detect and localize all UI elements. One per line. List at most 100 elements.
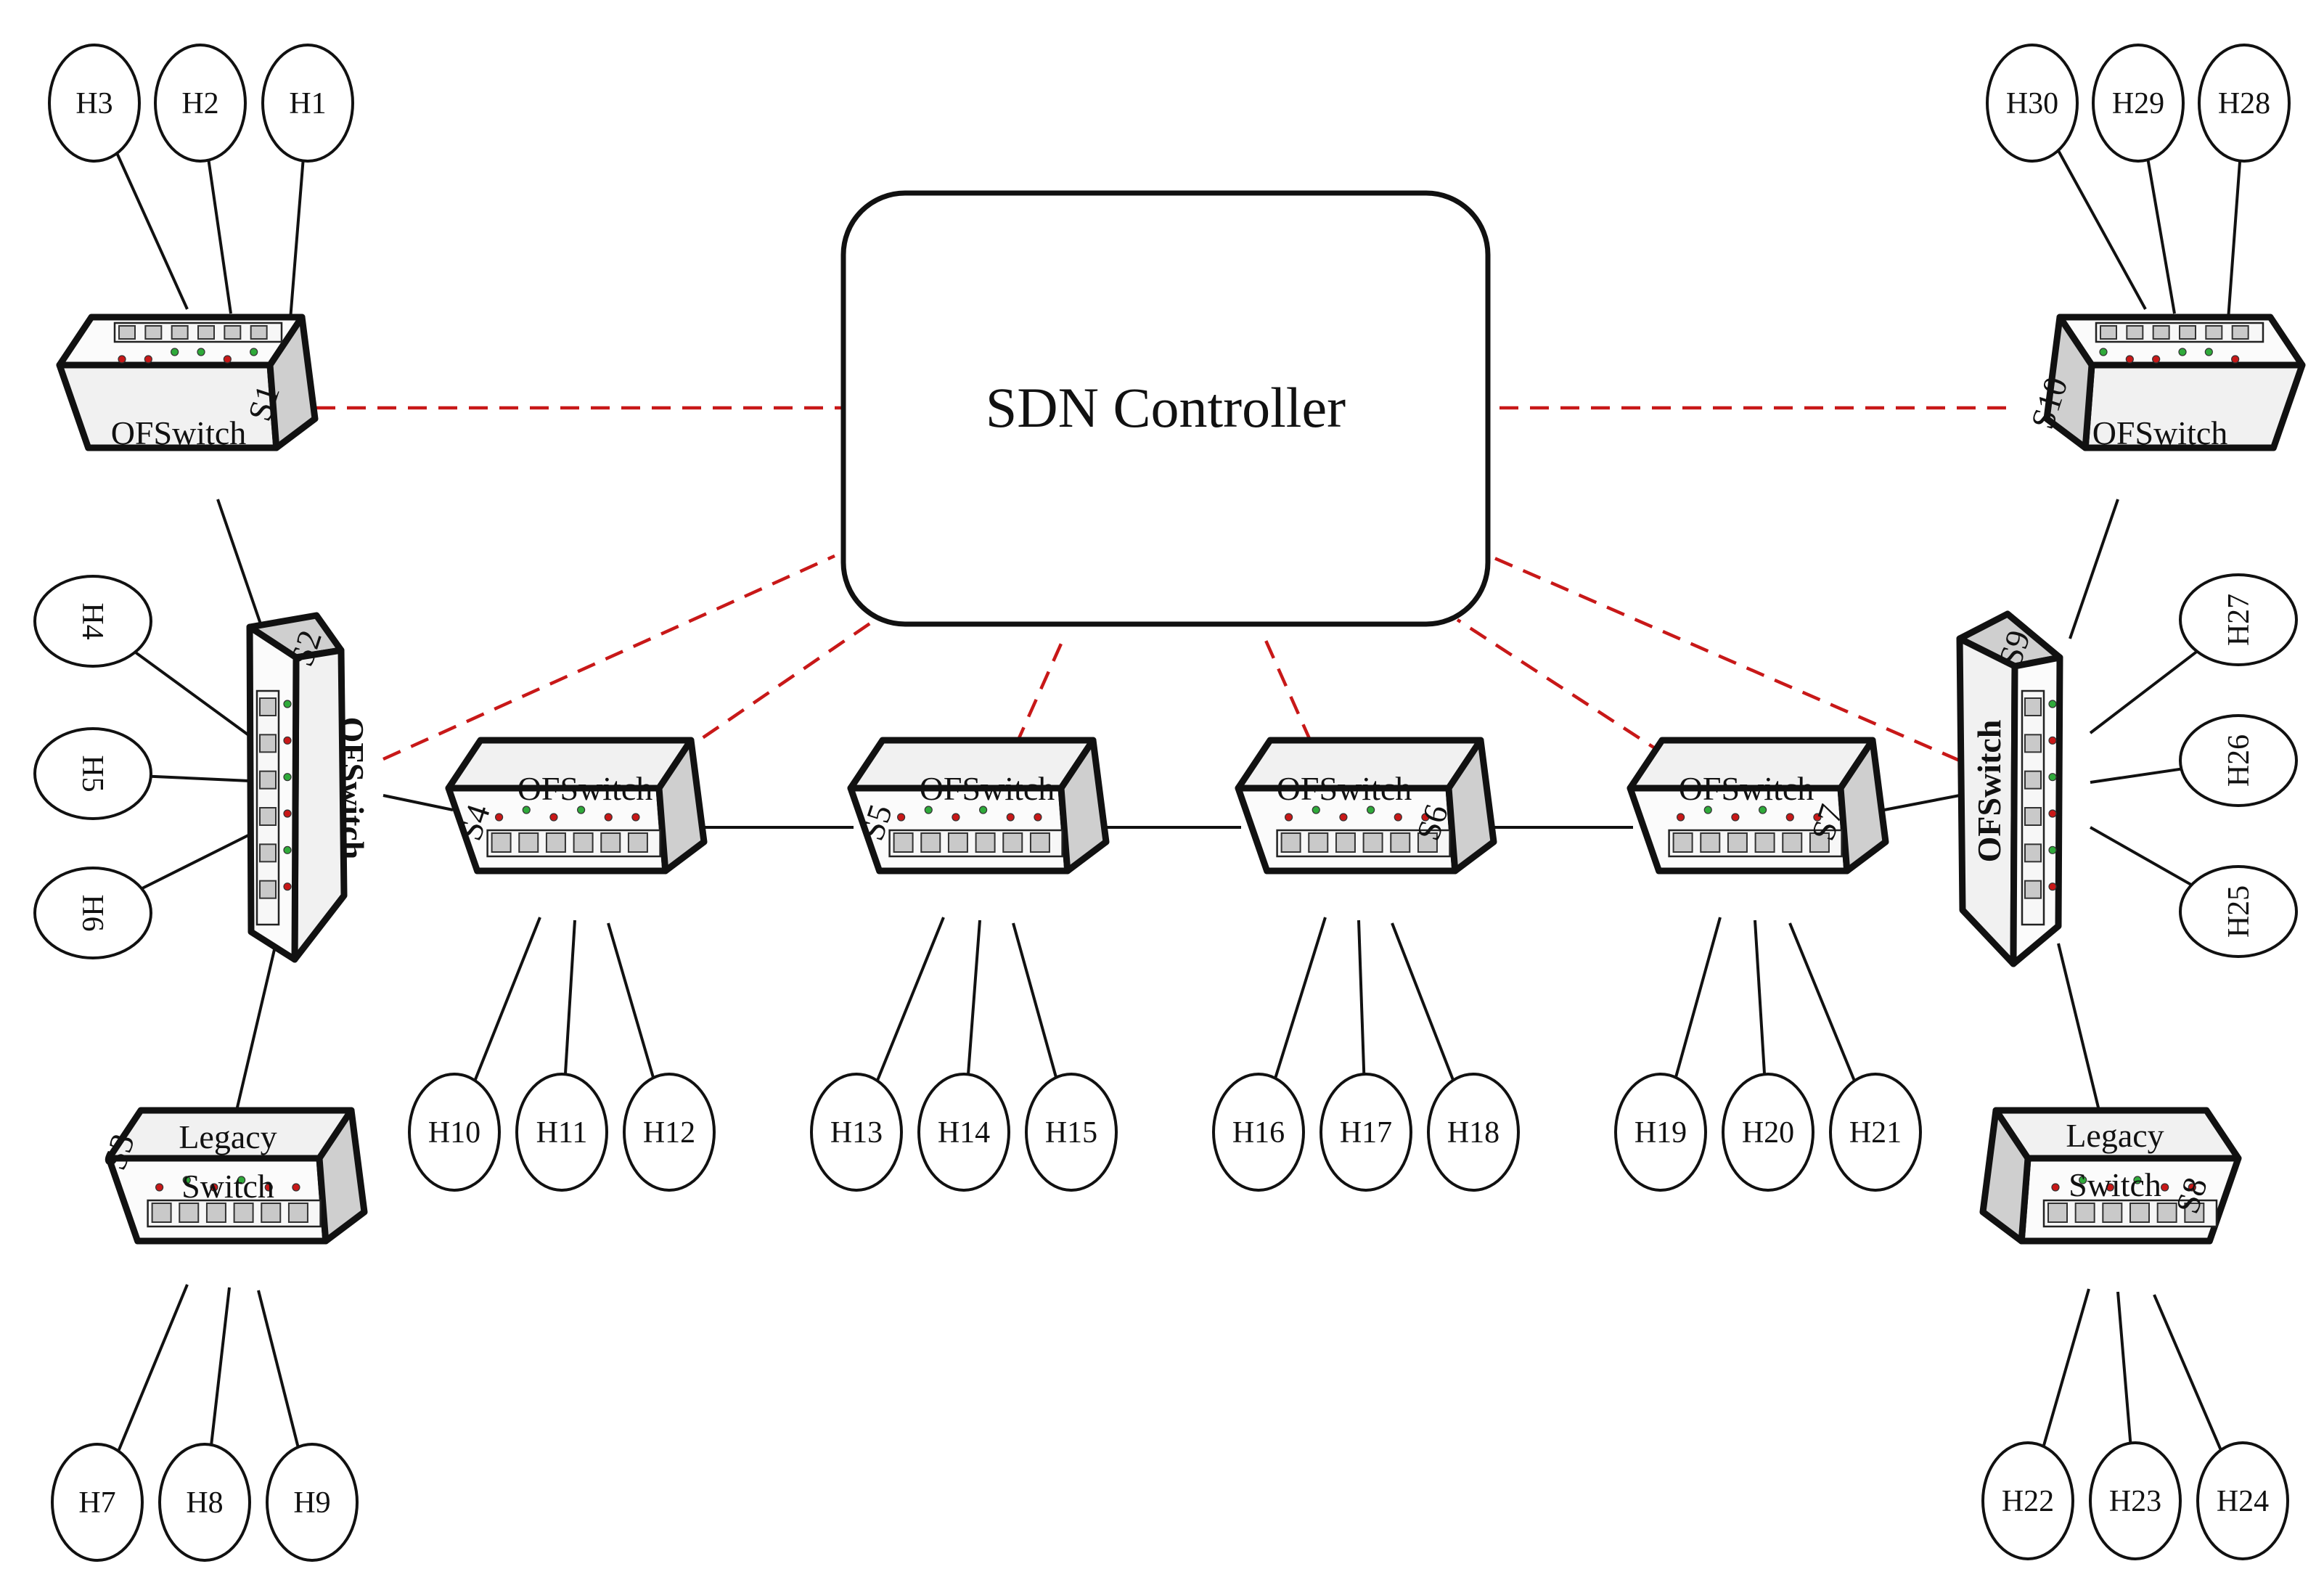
ethernet-port [2024,734,2042,753]
status-led [155,1183,164,1192]
status-led [2231,355,2240,364]
ethernet-port [259,807,277,826]
status-led [1006,813,1015,822]
host-h26: H26 [2179,714,2298,807]
host-node [2092,44,2185,163]
host-h12: H12 [623,1073,716,1192]
host-label: H8 [186,1486,223,1520]
link-s1-h3 [115,152,189,310]
status-led [1284,813,1293,822]
status-led [1034,813,1042,822]
ethernet-port [233,1203,254,1223]
ethernet-port [259,880,277,899]
host-h22: H22 [1981,1441,2074,1560]
status-led [182,1176,191,1184]
host-label: H30 [2006,87,2058,120]
host-label: H14 [938,1116,990,1150]
ethernet-port [573,832,594,853]
link-s10-h29 [2146,159,2176,314]
ethernet-port [920,832,941,853]
host-label: H26 [2222,734,2256,787]
ethernet-port [1782,832,1803,853]
switch-type-label: OFSwitch [1277,770,1412,807]
ethernet-port [2152,325,2170,340]
status-led [283,700,292,708]
ethernet-port [2179,325,2196,340]
ethernet-port [151,1203,172,1223]
switch-type-label: Legacy [179,1118,277,1155]
ethernet-port [171,325,189,340]
ethernet-port [545,832,566,853]
switch-type-label: OFSwitch [334,717,371,860]
status-led [1813,813,1822,822]
host-label: H12 [643,1116,695,1150]
host-h5: H5 [33,727,152,820]
host-node [2179,714,2298,807]
host-h27: H27 [2179,573,2298,666]
host-label: H17 [1340,1116,1392,1150]
status-led [1366,806,1375,814]
host-h18: H18 [1427,1073,1520,1192]
status-led [978,806,988,814]
link-s2-h5 [150,774,250,782]
host-label: H28 [2218,87,2270,120]
host-node [51,1443,144,1562]
ethernet-port [259,843,277,863]
link-s5-h13 [875,917,945,1081]
host-label: H19 [1634,1116,1687,1150]
host-node [1986,44,2079,163]
switch-type-label: OFSwitch [2092,414,2228,451]
host-label: H18 [1447,1116,1499,1150]
ethernet-port [1727,832,1748,853]
ethernet-port [2074,1203,2095,1223]
switch-type-label: Switch [2069,1166,2161,1203]
switch-side-face [316,1107,368,1245]
host-node [48,44,141,163]
status-led [1677,813,1685,822]
link-s5-h14 [967,920,981,1075]
ethernet-port [144,325,163,340]
status-led [576,806,586,814]
status-led [197,348,205,356]
host-node [1981,1441,2074,1560]
host-label: H20 [1742,1116,1794,1150]
switches: OFSwitchS1OFSwitchS2LegacySwitchS3OFSwit… [56,314,2306,1245]
host-node [1427,1073,1520,1192]
ethernet-port [1700,832,1721,853]
host-label: H10 [428,1116,480,1150]
status-led [1421,813,1430,822]
ethernet-port [518,832,539,853]
host-node [1722,1073,1814,1192]
host-h9: H9 [266,1443,359,1562]
host-node [2179,865,2298,958]
ethernet-port [250,325,268,340]
ethernet-port [975,832,996,853]
link-s5-h15 [1012,922,1058,1078]
control-link-s2 [382,554,835,761]
status-led [2051,1183,2060,1192]
host-h14: H14 [917,1073,1010,1192]
control-link-s6 [1262,636,1313,742]
ethernet-port [2024,880,2042,899]
status-led [210,1183,218,1192]
status-led [283,736,292,745]
ethernet-port [2047,1203,2068,1223]
status-led [283,883,292,891]
status-led [118,355,126,364]
status-led [1394,813,1402,822]
status-led [2178,348,2187,356]
status-led [494,813,504,822]
ethernet-port [197,325,215,340]
link-s1-h1 [289,160,305,320]
ethernet-port [259,697,277,716]
host-node [2089,1441,2182,1560]
link-s3-h7 [117,1284,189,1452]
link-s4-h12 [607,922,655,1078]
switch-side-face [1979,1107,2032,1245]
host-node [623,1073,716,1192]
link-s10-h28 [2227,160,2242,320]
